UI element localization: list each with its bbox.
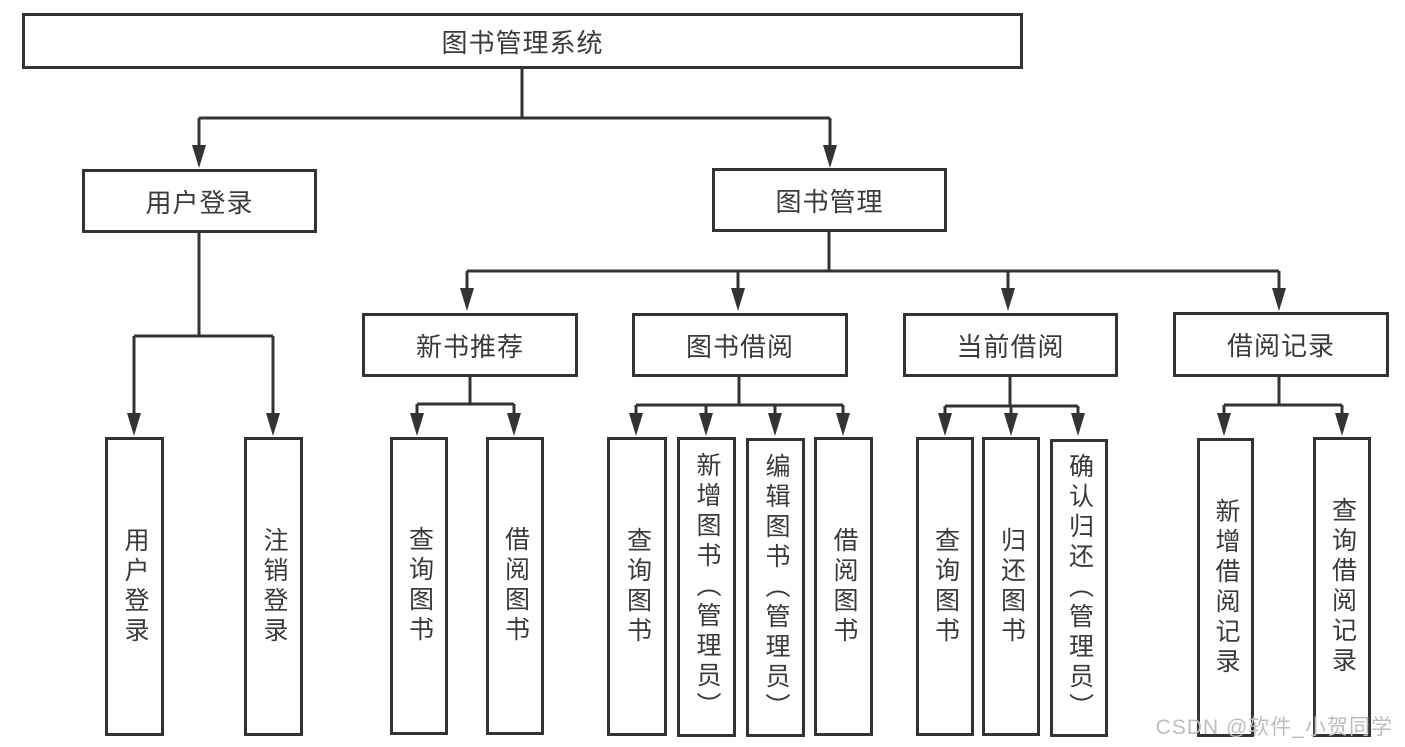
node-new-book-recommend-label: 新书推荐 bbox=[415, 331, 524, 362]
edge-new-book-children bbox=[410, 377, 521, 436]
node-current-borrow: 当前借阅 bbox=[903, 313, 1118, 377]
leaf-edit-book-admin-label: 编辑图书（管理员） bbox=[762, 452, 790, 723]
node-new-book-recommend: 新书推荐 bbox=[362, 313, 578, 377]
arrowhead bbox=[1217, 413, 1349, 436]
leaf-add-borrow-record-label: 新增借阅记录 bbox=[1212, 497, 1240, 678]
leaf-query-books-2: 查询图书 bbox=[607, 437, 667, 736]
leaf-user-login: 用户登录 bbox=[105, 437, 164, 736]
arrowhead bbox=[410, 413, 521, 436]
edge-book-management-children bbox=[460, 232, 1286, 311]
node-root-label: 图书管理系统 bbox=[441, 27, 604, 58]
leaf-add-borrow-record: 新增借阅记录 bbox=[1197, 438, 1254, 737]
arrowhead bbox=[192, 145, 837, 168]
leaf-query-books-2-label: 查询图书 bbox=[623, 526, 652, 647]
leaf-confirm-return-admin-label: 确认归还（管理员） bbox=[1065, 453, 1094, 723]
leaf-query-books-3-label: 查询图书 bbox=[931, 526, 960, 647]
leaf-query-borrow-record-label: 查询借阅记录 bbox=[1328, 497, 1357, 677]
edge-book-borrow-children bbox=[629, 377, 850, 436]
leaf-borrow-books-1: 借阅图书 bbox=[486, 437, 544, 735]
leaf-user-login-label: 用户登录 bbox=[121, 526, 149, 647]
leaf-query-books-1-label: 查询图书 bbox=[405, 526, 434, 646]
csdn-watermark: CSDN @软件_小贺同学 bbox=[1155, 716, 1393, 739]
leaf-query-borrow-record: 查询借阅记录 bbox=[1313, 437, 1371, 737]
node-book-management: 图书管理 bbox=[712, 168, 947, 232]
arrowhead bbox=[460, 288, 1286, 311]
leaf-add-book-admin-label: 新增图书（管理员） bbox=[693, 452, 721, 722]
leaf-borrow-books-2: 借阅图书 bbox=[814, 437, 873, 736]
node-borrow-records: 借阅记录 bbox=[1173, 312, 1389, 377]
arrowhead bbox=[938, 413, 1085, 436]
edge-root-to-level2 bbox=[192, 69, 837, 168]
leaf-borrow-books-1-label: 借阅图书 bbox=[501, 526, 530, 646]
node-book-borrow-label: 图书借阅 bbox=[685, 331, 794, 362]
node-user-login-label: 用户登录 bbox=[145, 187, 254, 218]
leaf-logout: 注销登录 bbox=[244, 437, 303, 736]
leaf-query-books-3: 查询图书 bbox=[916, 437, 974, 736]
arrowhead bbox=[127, 413, 280, 436]
leaf-confirm-return-admin: 确认归还（管理员） bbox=[1050, 439, 1108, 737]
node-current-borrow-label: 当前借阅 bbox=[956, 331, 1065, 362]
edge-current-borrow-children bbox=[938, 377, 1085, 436]
arrowhead bbox=[629, 413, 850, 436]
node-book-borrow: 图书借阅 bbox=[632, 313, 848, 377]
node-root: 图书管理系统 bbox=[22, 13, 1023, 69]
edge-borrow-records-children bbox=[1217, 377, 1349, 436]
leaf-return-books: 归还图书 bbox=[982, 437, 1040, 736]
leaf-add-book-admin: 新增图书（管理员） bbox=[677, 437, 736, 737]
leaf-borrow-books-2-label: 借阅图书 bbox=[830, 526, 858, 647]
node-borrow-records-label: 借阅记录 bbox=[1226, 331, 1335, 361]
node-book-management-label: 图书管理 bbox=[775, 186, 884, 217]
leaf-query-books-1: 查询图书 bbox=[390, 437, 448, 735]
leaf-edit-book-admin: 编辑图书（管理员） bbox=[746, 438, 805, 737]
leaf-return-books-label: 归还图书 bbox=[997, 526, 1026, 647]
leaf-logout-label: 注销登录 bbox=[260, 526, 288, 647]
node-user-login: 用户登录 bbox=[82, 169, 317, 233]
edge-user-login-children bbox=[127, 233, 280, 436]
